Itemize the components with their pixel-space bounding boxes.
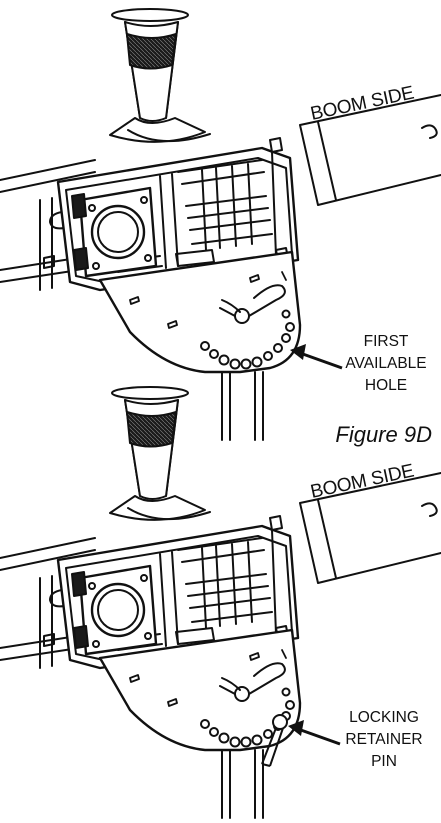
callout-line-3: HOLE [365, 377, 407, 394]
callout-line-2: RETAINER [345, 731, 422, 748]
callout-line-3: PIN [371, 753, 397, 770]
callout-line-2: AVAILABLE [345, 355, 426, 372]
locking-pin [261, 714, 288, 767]
callout-arrowhead [290, 344, 306, 360]
callout-arrow [299, 351, 343, 370]
winch-assembly [0, 7, 441, 442]
callout-line-1: FIRST [364, 333, 409, 350]
callout-line-1: LOCKING [349, 709, 419, 726]
boom-side-label: BOOM SIDE [309, 83, 416, 125]
callout-arrow [297, 727, 341, 746]
figure-caption: Figure 9D [335, 422, 432, 447]
boom-side-label: BOOM SIDE [309, 461, 416, 503]
panel-first-available-hole: BOOM SIDE FIRST AVAILABLE HOLE [0, 7, 441, 442]
panel-locking-retainer-pin: BOOM SIDE LOCKING RETAINER PIN [0, 385, 441, 820]
callout-arrowhead [288, 720, 304, 736]
